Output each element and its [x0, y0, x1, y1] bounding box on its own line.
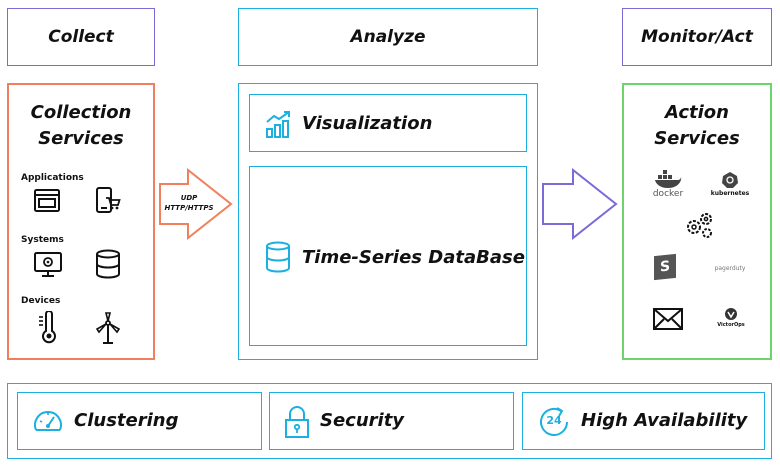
victorops-icon	[725, 308, 737, 320]
availability-24-icon	[540, 407, 568, 436]
mobile-cart-icon	[96, 187, 121, 213]
high-availability-box: 24 High Availability	[522, 392, 765, 450]
docker-label: docker	[652, 189, 684, 199]
wind-turbine-icon	[95, 312, 121, 344]
speedometer-icon	[34, 411, 62, 431]
collect-header: Collect	[7, 8, 155, 66]
platform-features-bar: Clustering Security 24 High Availability	[7, 383, 772, 459]
collection-title-line1: Collection	[30, 102, 132, 123]
collect-header-label: Collect	[48, 27, 114, 47]
database-label: Time-Series DataBase	[302, 247, 525, 268]
gears-icon	[687, 213, 712, 238]
devices-label: Devices	[21, 296, 61, 306]
action-services-panel: Action Services docker kubernetes S page…	[622, 83, 772, 360]
action-arrow	[542, 168, 618, 240]
thermometer-icon	[39, 311, 56, 344]
action-title-line1: Action	[664, 102, 729, 123]
data-ingest-arrow	[159, 168, 233, 240]
kubernetes-icon	[722, 172, 738, 188]
monitor-header-label: Monitor/Act	[641, 27, 753, 47]
availability-24-text: 24	[546, 414, 562, 427]
analyze-header: Analyze	[238, 8, 538, 66]
email-icon	[653, 308, 683, 330]
high-availability-label: High Availability	[581, 410, 748, 431]
database-icon	[96, 249, 120, 279]
padlock-icon	[285, 406, 309, 438]
timeseries-database-icon	[266, 241, 290, 273]
action-title-line2: Services	[654, 128, 740, 149]
browser-window-icon	[34, 189, 60, 212]
security-box: Security	[269, 392, 514, 450]
pagerduty-label: pagerduty	[714, 265, 746, 272]
collection-title-line2: Services	[38, 128, 124, 149]
analyze-header-label: Analyze	[350, 27, 426, 47]
collection-services-panel: Collection Services Applications Systems…	[7, 83, 155, 360]
victorops-label: VictorOps	[717, 322, 745, 328]
analyze-panel: Visualization Time-Series DataBase	[238, 83, 538, 360]
database-box: Time-Series DataBase	[249, 166, 527, 346]
systems-label: Systems	[21, 235, 64, 245]
visualization-label: Visualization	[302, 113, 433, 134]
s-logo-icon: S	[654, 253, 676, 281]
monitor-gear-icon	[34, 252, 62, 277]
visualization-box: Visualization	[249, 94, 527, 152]
monitor-header: Monitor/Act	[622, 8, 772, 66]
kubernetes-label: kubernetes	[710, 190, 750, 197]
applications-label: Applications	[21, 173, 84, 183]
clustering-label: Clustering	[74, 410, 179, 431]
security-label: Security	[320, 410, 405, 431]
chart-trend-icon	[266, 111, 290, 138]
docker-icon	[655, 170, 682, 188]
arrow-protocol-udp: UDP	[180, 194, 198, 202]
arrow-protocol-http: HTTP/HTTPS	[164, 204, 214, 212]
clustering-box: Clustering	[17, 392, 262, 450]
